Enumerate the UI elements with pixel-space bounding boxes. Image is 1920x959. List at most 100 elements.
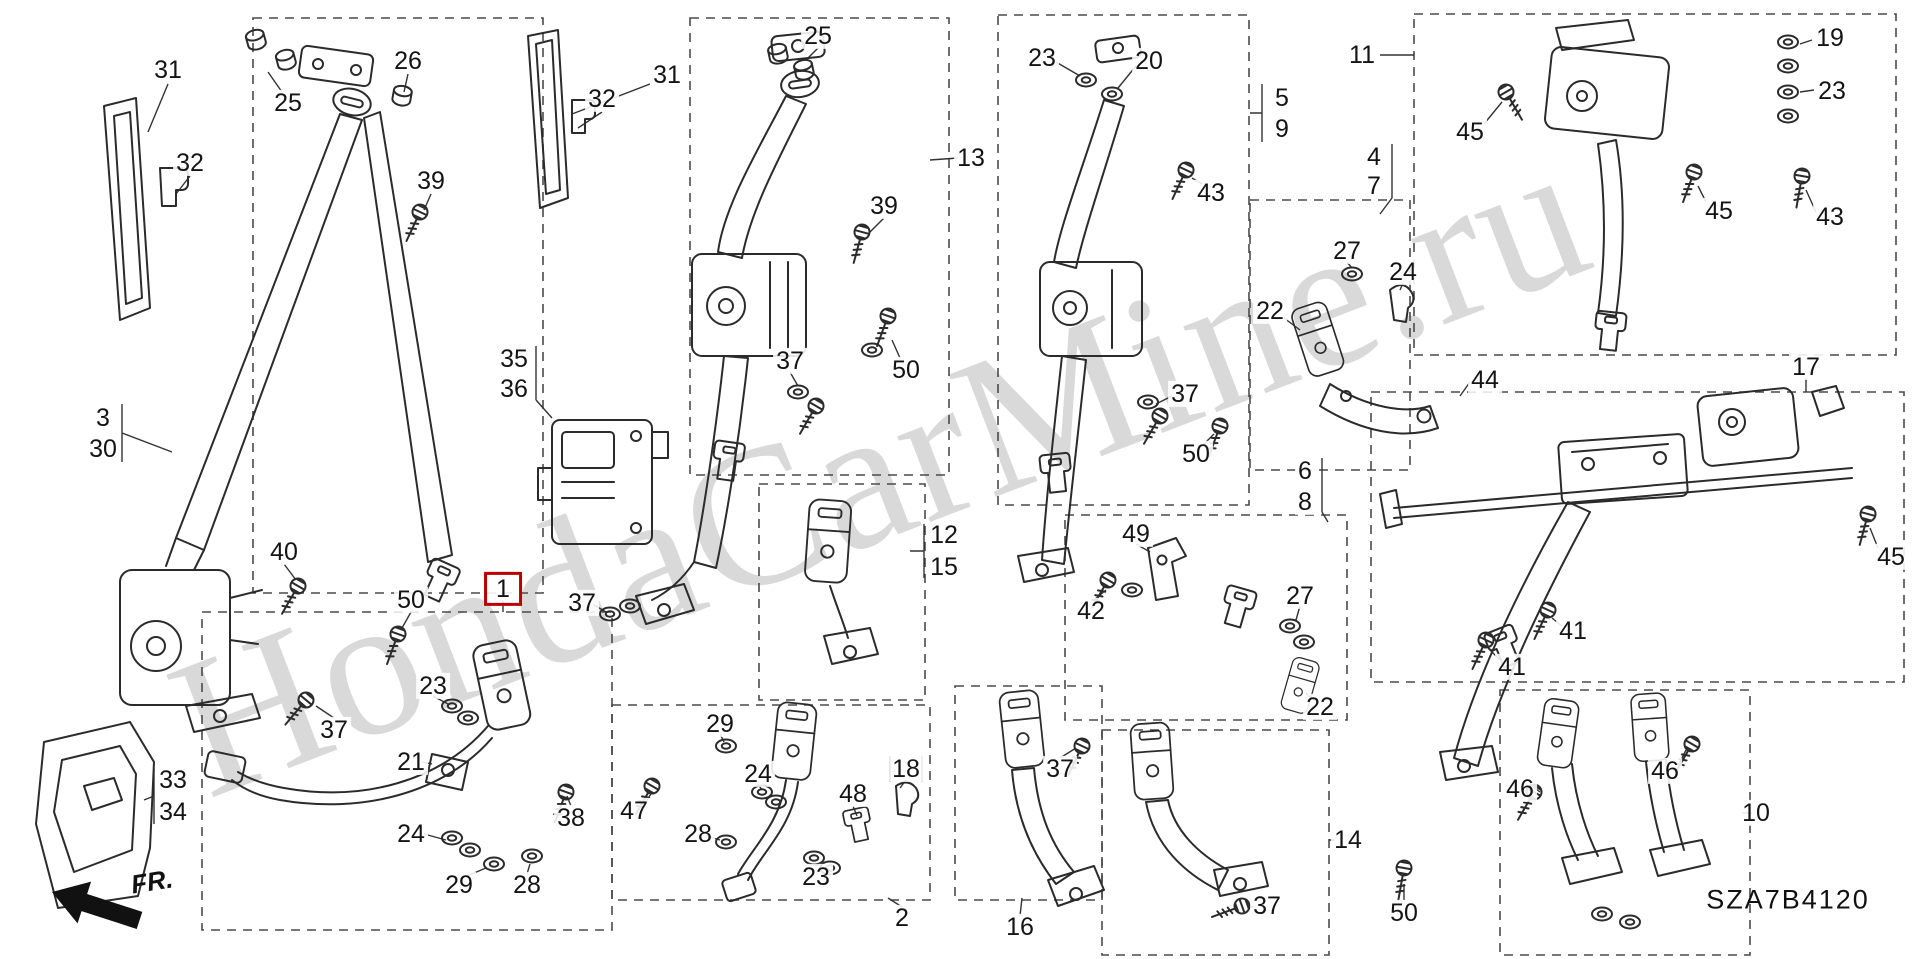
part-label-20[interactable]: 20	[1132, 48, 1166, 74]
group-box-13	[689, 17, 950, 476]
part-label-19[interactable]: 19	[1813, 25, 1847, 51]
part-label-30[interactable]: 30	[86, 436, 120, 462]
part-label-5[interactable]: 5	[1272, 85, 1292, 111]
part-label-31[interactable]: 31	[650, 62, 684, 88]
group-box-16	[954, 685, 1103, 901]
part-label-49[interactable]: 49	[1119, 521, 1153, 547]
part-label-24[interactable]: 24	[394, 821, 428, 847]
part-label-39[interactable]: 39	[414, 168, 448, 194]
group-boxes	[201, 13, 1905, 956]
part-label-28[interactable]: 28	[681, 821, 715, 847]
group-box-5-9	[997, 14, 1250, 506]
group-box-17	[1370, 391, 1905, 683]
part-label-23[interactable]: 23	[1815, 78, 1849, 104]
control-unit-art	[537, 419, 669, 545]
fr-arrow	[52, 881, 143, 929]
part-label-24[interactable]: 24	[741, 761, 775, 787]
anchor-cover-33-34-art	[35, 721, 155, 909]
part-label-22[interactable]: 22	[1303, 694, 1337, 720]
buckle-14-art	[1129, 721, 1269, 925]
part-label-33[interactable]: 33	[156, 767, 190, 793]
part-label-50[interactable]: 50	[889, 357, 923, 383]
part-label-37[interactable]: 37	[317, 717, 351, 743]
part-label-11[interactable]: 11	[1346, 42, 1378, 68]
buckle-1-art	[203, 623, 577, 872]
center-seatbelt-13-art	[599, 30, 899, 625]
part-label-13[interactable]: 13	[954, 145, 988, 171]
buckle-12-15-art	[803, 497, 879, 665]
part-label-14[interactable]: 14	[1331, 827, 1365, 853]
part-label-12[interactable]: 12	[927, 522, 961, 548]
part-label-37[interactable]: 37	[565, 590, 599, 616]
part-label-43[interactable]: 43	[1194, 180, 1228, 206]
group-box-12-15	[758, 483, 926, 701]
part-label-35[interactable]: 35	[497, 346, 531, 372]
part-label-40[interactable]: 40	[267, 539, 301, 565]
part-label-41[interactable]: 41	[1495, 654, 1529, 680]
part-label-9[interactable]: 9	[1272, 116, 1292, 142]
part-label-37[interactable]: 37	[773, 348, 807, 374]
part-label-21[interactable]: 21	[394, 749, 428, 775]
buckle-4-7-art	[1288, 266, 1439, 435]
part-label-32[interactable]: 32	[173, 150, 207, 176]
part-label-1[interactable]: 1	[484, 571, 522, 607]
part-label-18[interactable]: 18	[889, 756, 923, 782]
hardware-6-8-art	[1084, 537, 1322, 716]
part-label-42[interactable]: 42	[1074, 598, 1108, 624]
part-label-26[interactable]: 26	[391, 48, 425, 74]
part-label-22[interactable]: 22	[1253, 298, 1287, 324]
part-label-47[interactable]: 47	[617, 798, 651, 824]
part-label-50[interactable]: 50	[1179, 441, 1213, 467]
part-label-32[interactable]: 32	[585, 86, 619, 112]
part-label-2[interactable]: 2	[892, 905, 912, 931]
part-label-43[interactable]: 43	[1813, 204, 1847, 230]
part-label-24[interactable]: 24	[1386, 259, 1420, 285]
fr-label: FR.	[128, 863, 175, 900]
part-label-4[interactable]: 4	[1364, 144, 1384, 170]
part-label-3[interactable]: 3	[93, 405, 113, 431]
part-label-36[interactable]: 36	[497, 376, 531, 402]
part-label-50[interactable]: 50	[1387, 900, 1421, 926]
group-box-14	[1101, 729, 1330, 956]
part-label-45[interactable]: 45	[1874, 544, 1908, 570]
group-box-2	[611, 704, 931, 901]
part-label-45[interactable]: 45	[1702, 198, 1736, 224]
part-label-25[interactable]: 25	[801, 23, 835, 49]
part-label-7[interactable]: 7	[1364, 173, 1384, 199]
part-label-50[interactable]: 50	[394, 587, 428, 613]
part-label-25[interactable]: 25	[271, 90, 305, 116]
part-label-29[interactable]: 29	[703, 711, 737, 737]
buckle-16-art	[997, 688, 1105, 907]
part-label-6[interactable]: 6	[1295, 458, 1315, 484]
part-label-48[interactable]: 48	[836, 781, 870, 807]
group-box-4-7	[1249, 199, 1411, 471]
part-label-15[interactable]: 15	[927, 554, 961, 580]
part-artwork	[35, 19, 1879, 930]
part-label-37[interactable]: 37	[1043, 756, 1077, 782]
part-label-23[interactable]: 23	[1025, 45, 1059, 71]
part-label-17[interactable]: 17	[1789, 354, 1823, 380]
part-label-23[interactable]: 23	[799, 864, 833, 890]
part-label-10[interactable]: 10	[1739, 800, 1773, 826]
part-label-37[interactable]: 37	[1250, 893, 1284, 919]
part-label-37[interactable]: 37	[1168, 381, 1202, 407]
part-label-31[interactable]: 31	[151, 57, 185, 83]
part-label-29[interactable]: 29	[442, 872, 476, 898]
part-label-41[interactable]: 41	[1556, 618, 1590, 644]
part-label-46[interactable]: 46	[1503, 776, 1537, 802]
part-label-46[interactable]: 46	[1648, 758, 1682, 784]
part-label-8[interactable]: 8	[1295, 489, 1315, 515]
part-label-44[interactable]: 44	[1468, 367, 1502, 393]
part-label-23[interactable]: 23	[416, 673, 450, 699]
rear-seatbelt-5-9-art	[1017, 34, 1231, 583]
part-label-27[interactable]: 27	[1330, 238, 1364, 264]
part-label-27[interactable]: 27	[1283, 583, 1317, 609]
part-label-28[interactable]: 28	[510, 872, 544, 898]
part-label-38[interactable]: 38	[554, 805, 588, 831]
part-label-45[interactable]: 45	[1453, 119, 1487, 145]
part-label-39[interactable]: 39	[867, 193, 901, 219]
part-label-34[interactable]: 34	[156, 799, 190, 825]
part-label-16[interactable]: 16	[1003, 914, 1037, 940]
